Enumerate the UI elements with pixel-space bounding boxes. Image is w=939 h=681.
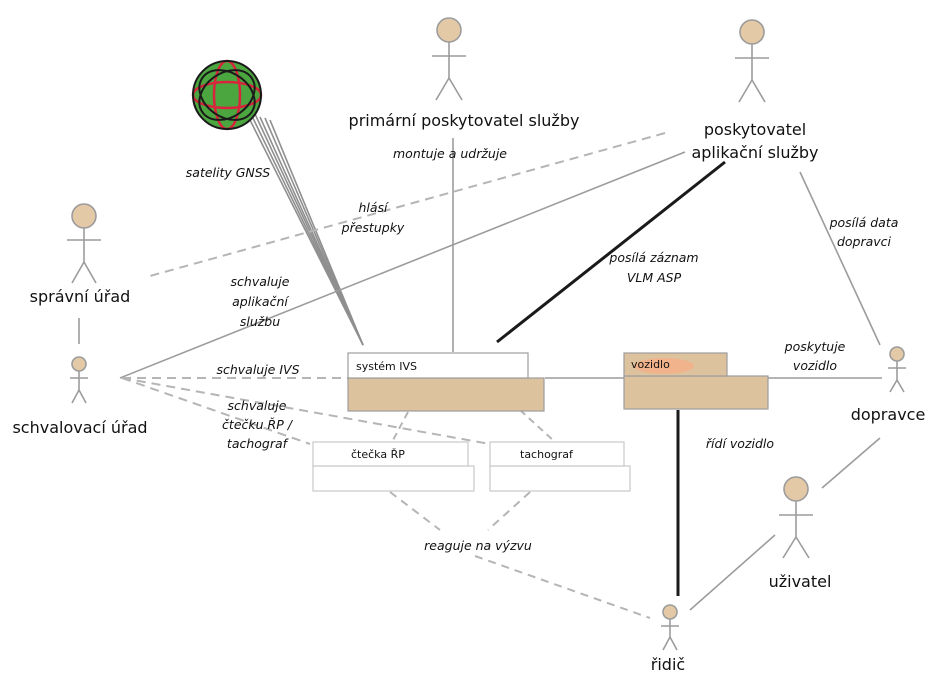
card-reader-label: čtečka ŘP — [351, 448, 405, 461]
installs-label: montuje a udržuje — [393, 146, 507, 161]
app-provider-label-line1: poskytovatel — [704, 120, 806, 139]
satellites-label: satelity GNSS — [186, 165, 271, 180]
link-ivs-card-reader — [391, 411, 409, 443]
tachograph-label: tachograf — [520, 448, 574, 461]
approval-dashed-links — [121, 377, 491, 445]
link-app-provider-approval-office — [119, 151, 686, 379]
responds-label: reaguje na výzvu — [424, 538, 532, 553]
sends-data-label-line1: posílá data — [829, 215, 899, 230]
reports-label-line1: hlásí — [358, 200, 389, 215]
approves-app-label-line3: službu — [240, 314, 280, 329]
ivs-system-label: systém IVS — [356, 360, 417, 373]
link-ivs-tachograph — [519, 409, 556, 443]
connectors — [78, 109, 882, 619]
actor-admin-office-icon — [67, 203, 101, 284]
actor-carrier-icon — [888, 346, 906, 393]
provides-vehicle-label-line2: vozidlo — [793, 358, 837, 373]
drives-vehicle-label: řídí vozidlo — [706, 436, 774, 451]
user-label: uživatel — [769, 572, 832, 591]
primary-provider-label: primární poskytovatel služby — [349, 111, 580, 130]
sends-record-label-line2: VLM ASP — [627, 270, 682, 285]
driver-label: řidič — [651, 655, 685, 674]
satellite-globe-icon — [191, 59, 263, 131]
sends-record-label-line1: posílá záznam — [608, 250, 698, 265]
approves-app-label-line2: aplikační — [232, 294, 289, 309]
reports-label-line2: přestupky — [341, 220, 405, 235]
responds-links — [389, 491, 651, 619]
vehicle-label: vozidlo — [631, 358, 670, 371]
link-user-carrier — [821, 437, 881, 489]
actor-app-provider-icon — [735, 19, 769, 103]
vehicle-box: vozidlo — [623, 352, 769, 410]
sends-data-label-line2: dopravci — [837, 234, 892, 249]
actor-driver-icon — [661, 604, 679, 651]
actor-primary-provider-icon — [432, 17, 466, 101]
approves-reader-label-line1: schvaluje — [228, 398, 287, 413]
provides-vehicle-label-line1: poskytuje — [784, 339, 846, 354]
link-app-provider-ivs — [496, 160, 726, 344]
approves-app-label-line1: schvaluje — [231, 274, 290, 289]
approval-office-label: schvalovací úřad — [12, 418, 147, 437]
app-provider-label-line2: aplikační služby — [691, 143, 818, 162]
approves-reader-label-line2: čtečku ŘP / — [222, 417, 294, 432]
satellite-rays — [244, 109, 364, 346]
link-app-provider-carrier — [799, 171, 881, 346]
tachograph-box: tachograf — [489, 441, 631, 492]
actor-approval-office-icon — [70, 356, 88, 404]
card-reader-box: čtečka ŘP — [312, 441, 475, 492]
actor-user-icon — [779, 476, 813, 559]
ivs-system-box: systém IVS — [347, 352, 545, 412]
approves-reader-label-line3: tachograf — [227, 436, 289, 451]
admin-office-label: správní úřad — [30, 287, 131, 306]
approves-ivs-label: schvaluje IVS — [216, 362, 299, 377]
link-driver-user — [689, 534, 776, 611]
carrier-label: dopravce — [851, 405, 926, 424]
